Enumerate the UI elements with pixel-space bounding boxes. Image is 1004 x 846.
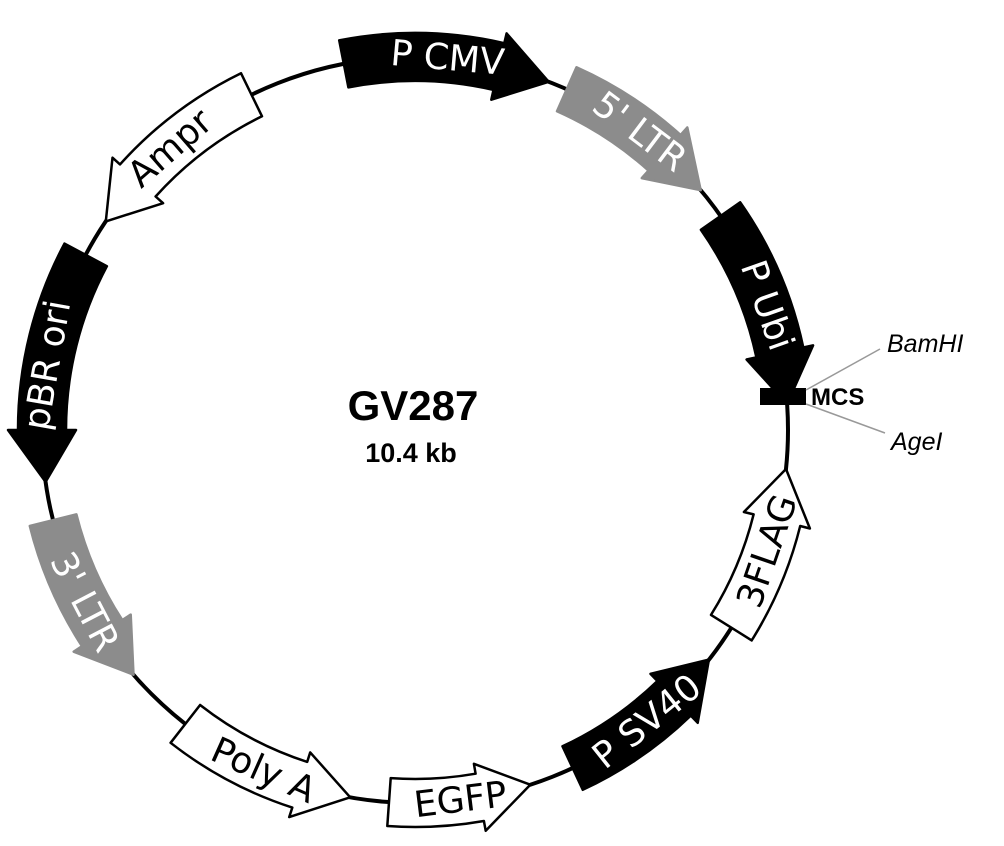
feature-arrow-psv40 [561,658,711,792]
plasmid-size: 10.4 kb [365,438,457,468]
bamhi-leader [805,348,881,391]
feature-arrow-pbr [6,242,109,484]
feature-polya: Poly A [169,703,352,819]
feature-label-pcmv: P CMV [389,33,506,84]
mcs-bar [760,388,806,405]
mcs-label: MCS [811,384,864,411]
feature-label-ltr3: 3' LTR [41,546,126,659]
feature-ltr5: 5' LTR [555,66,702,192]
feature-pcmv: P CMV [337,31,550,101]
feature-label-psv40: P SV40 [585,666,709,777]
feature-arrow-flag [709,467,812,642]
agei-site-label: AgeI [889,428,942,456]
feature-egfp: EGFP [386,762,532,833]
bamhi-site-label: BamHI [887,330,963,358]
feature-pubi: P Ubi [699,201,815,406]
feature-amp: Ampr [104,71,264,223]
feature-label-polya: Poly A [205,730,322,812]
feature-arrow-ltr5 [555,66,702,192]
feature-arrow-amp [104,71,264,223]
feature-arrow-egfp [386,762,532,833]
feature-arrow-pcmv [337,31,550,101]
feature-arrow-polya [169,703,352,819]
feature-flag: 3FLAG [709,467,812,642]
agei-leader [805,403,886,434]
feature-ltr3: 3' LTR [28,513,135,676]
mcs-marker: MCS BamHI AgeI [760,330,963,456]
feature-arrow-ltr3 [28,513,135,676]
feature-pbr: pBR ori [6,242,109,484]
plasmid-name: GV287 [348,382,479,429]
feature-psv40: P SV40 [561,658,711,792]
